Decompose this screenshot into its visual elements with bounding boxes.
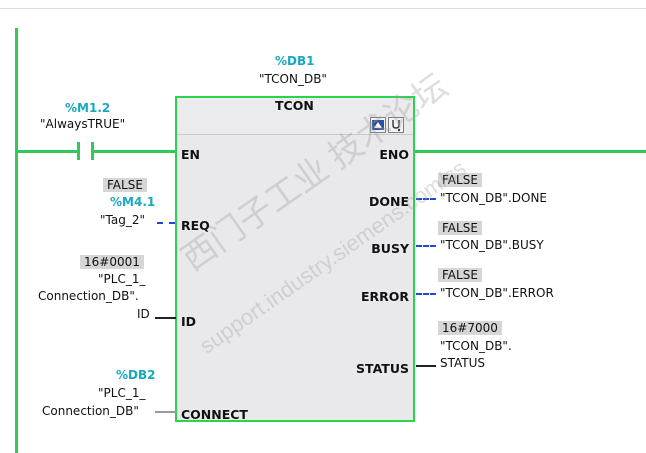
diagnostics-icon[interactable] xyxy=(388,117,404,133)
busy-monitor-value: FALSE xyxy=(438,221,482,235)
status-tag-line1[interactable]: "TCON_DB". xyxy=(440,339,512,353)
req-tag-name[interactable]: "Tag_2" xyxy=(100,213,145,227)
pin-req: REQ xyxy=(181,218,210,233)
done-tag-name[interactable]: "TCON_DB".DONE xyxy=(440,191,547,205)
pin-error: ERROR xyxy=(360,289,409,304)
id-monitor-value: 16#0001 xyxy=(80,255,144,269)
done-monitor-value: FALSE xyxy=(438,173,482,187)
pin-done: DONE xyxy=(368,194,409,209)
block-type-name: TCON xyxy=(275,98,314,113)
error-monitor-value: FALSE xyxy=(438,268,482,282)
req-address[interactable]: %M4.1 xyxy=(110,195,156,209)
status-tag-line2[interactable]: STATUS xyxy=(440,356,486,370)
pin-connect: CONNECT xyxy=(181,407,248,422)
id-tag-line3[interactable]: ID xyxy=(137,307,150,321)
editor-top-border xyxy=(0,8,646,9)
pin-busy: BUSY xyxy=(371,241,409,256)
contact-left-bar[interactable] xyxy=(77,142,80,160)
connect-wire xyxy=(155,411,176,413)
connect-address[interactable]: %DB2 xyxy=(116,368,156,382)
busy-tag-name[interactable]: "TCON_DB".BUSY xyxy=(440,238,544,252)
watch-table-icon[interactable] xyxy=(370,117,386,133)
rung-wire-to-en xyxy=(94,150,176,153)
status-wire xyxy=(416,365,436,367)
error-wire xyxy=(416,293,436,295)
id-tag-line2[interactable]: Connection_DB". xyxy=(38,289,139,303)
instance-db-address[interactable]: %DB1 xyxy=(275,54,315,68)
connect-tag-line2[interactable]: Connection_DB" xyxy=(42,404,139,418)
eno-output-wire xyxy=(414,150,646,153)
req-wire xyxy=(157,222,175,224)
status-monitor-value: 16#7000 xyxy=(438,321,502,335)
contact-tag-name[interactable]: "AlwaysTRUE" xyxy=(40,117,126,131)
contact-address[interactable]: %M1.2 xyxy=(65,101,111,115)
instance-db-name[interactable]: "TCON_DB" xyxy=(259,72,327,86)
id-wire xyxy=(155,317,176,319)
pin-en: EN xyxy=(181,147,201,162)
connect-tag-line1[interactable]: "PLC_1_ xyxy=(98,386,146,400)
id-tag-line1[interactable]: "PLC_1_ xyxy=(98,272,146,286)
rung-wire-left xyxy=(15,150,77,153)
pin-status: STATUS xyxy=(356,361,409,376)
busy-wire xyxy=(416,245,436,247)
pin-id: ID xyxy=(181,314,197,329)
tcon-function-block[interactable]: TCON EN REQ ID CONNECT ENO DONE BUSY ERR… xyxy=(175,96,415,422)
req-monitor-value: FALSE xyxy=(103,178,147,192)
pin-eno: ENO xyxy=(379,147,409,162)
done-wire xyxy=(416,198,436,200)
error-tag-name[interactable]: "TCON_DB".ERROR xyxy=(440,286,554,300)
left-power-rail xyxy=(15,28,18,453)
contact-right-bar[interactable] xyxy=(91,142,94,160)
